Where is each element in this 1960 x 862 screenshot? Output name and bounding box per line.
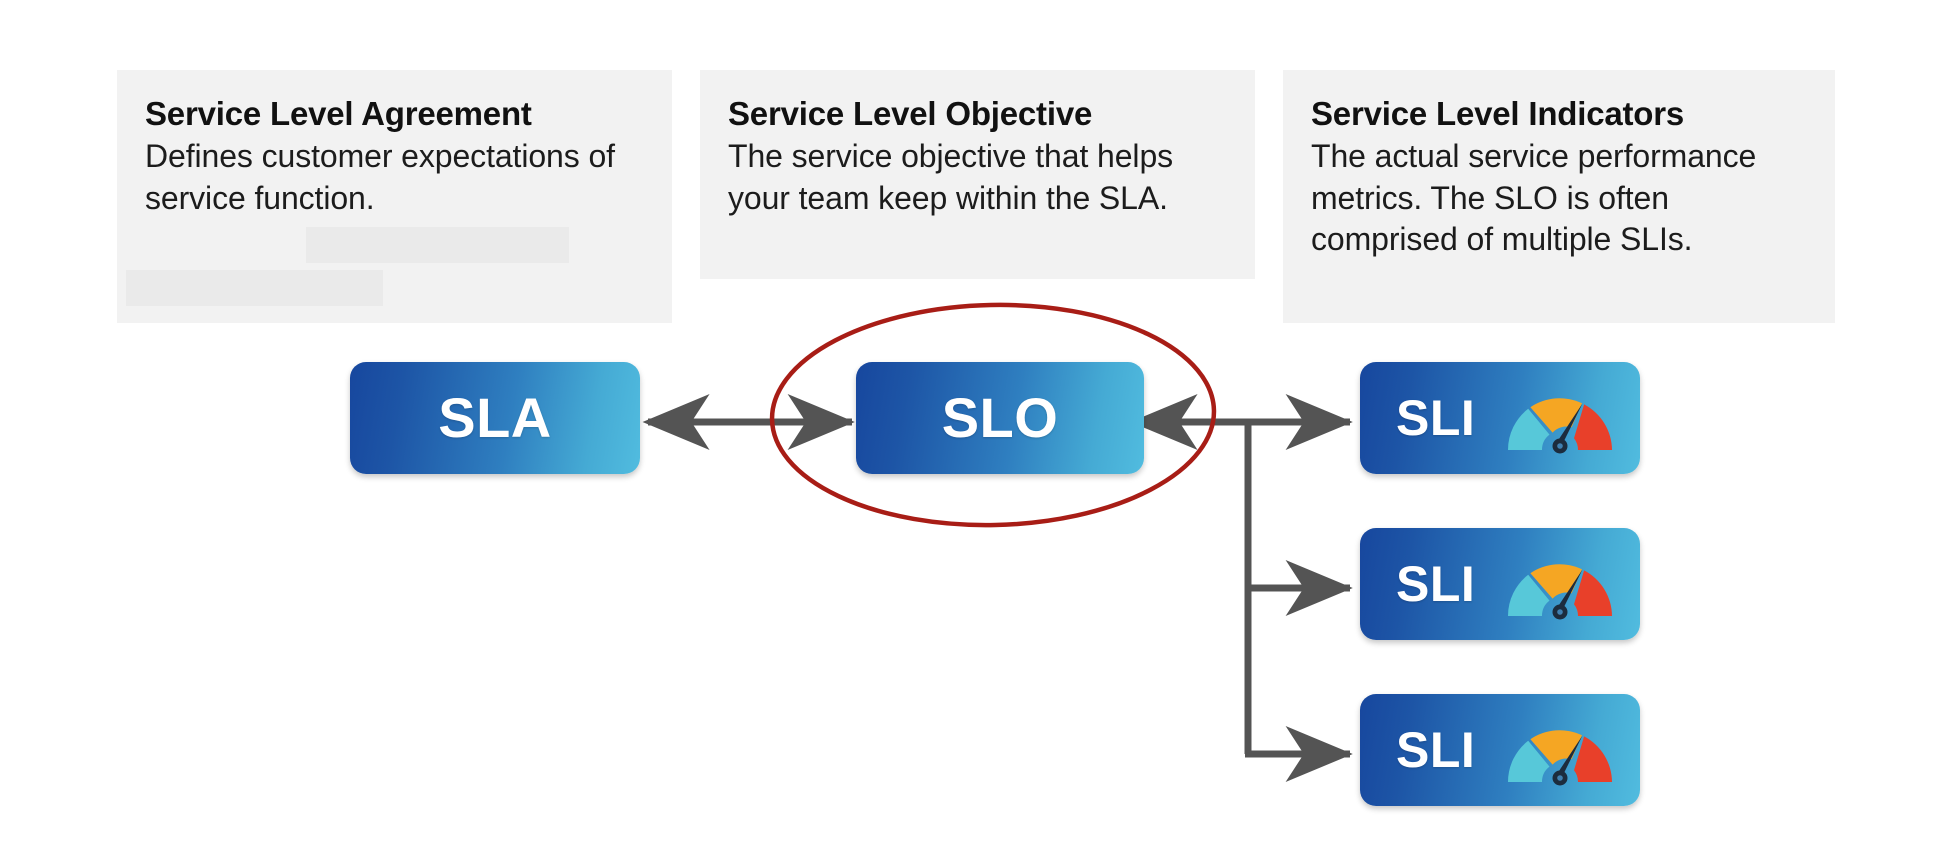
gauge-icon: [1508, 730, 1612, 786]
node-sli-3[interactable]: SLI: [1360, 694, 1640, 806]
redacted-placeholder-bar-1: [306, 227, 569, 263]
connector-slo-sli: [1130, 394, 1353, 782]
node-sli-2[interactable]: SLI: [1360, 528, 1640, 640]
redacted-placeholder-bar-2: [126, 270, 383, 306]
node-sla[interactable]: SLA: [350, 362, 640, 474]
gauge-icon: [1508, 564, 1612, 620]
node-sli-1-label: SLI: [1396, 390, 1476, 446]
node-slo[interactable]: SLO: [856, 362, 1144, 474]
slo-card-body: The service objective that helps your te…: [728, 138, 1174, 216]
sli-card-title: Service Level Indicators: [1311, 95, 1685, 132]
slo-card-title: Service Level Objective: [728, 95, 1093, 132]
sli-card-body: The actual service performance metrics. …: [1311, 138, 1757, 258]
node-sla-label: SLA: [438, 386, 552, 449]
sla-description-card: Service Level Agreement Defines customer…: [117, 70, 672, 323]
slo-description-card: Service Level Objective The service obje…: [700, 70, 1255, 279]
gauge-icon: [1508, 398, 1612, 454]
sla-card-body: Defines customer expectations of service…: [145, 138, 615, 216]
sli-description-card: Service Level Indicators The actual serv…: [1283, 70, 1835, 323]
node-sli-1[interactable]: SLI: [1360, 362, 1640, 474]
sla-card-title: Service Level Agreement: [145, 95, 532, 132]
node-sli-3-label: SLI: [1396, 722, 1476, 778]
node-slo-label: SLO: [941, 386, 1059, 449]
node-sli-2-label: SLI: [1396, 556, 1476, 612]
